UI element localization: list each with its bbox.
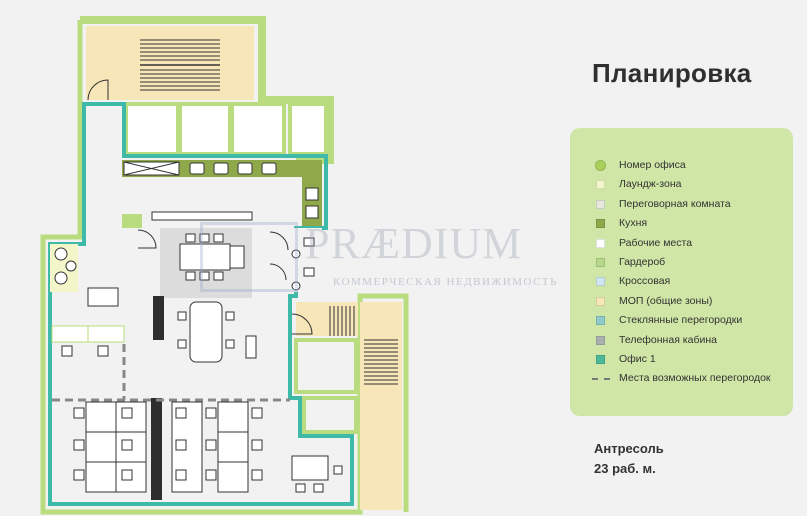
legend-item: Места возможных перегородок <box>570 371 793 387</box>
meeting-table-end <box>229 245 245 269</box>
legend-swatch <box>595 160 606 171</box>
door-meeting <box>137 229 157 249</box>
partition-wall <box>122 214 142 228</box>
page-title: Планировка <box>592 58 752 88</box>
restrooms <box>269 228 322 292</box>
legend-item: Рабочие места <box>570 236 793 252</box>
lounge-chairs <box>54 247 77 285</box>
kitchen-appliances <box>123 161 319 219</box>
legend-label: Переговорная комната <box>619 197 731 210</box>
stairs-right <box>329 306 398 385</box>
legend-label: Стеклянные перегородки <box>619 314 743 327</box>
legend-label: Гардероб <box>619 256 666 268</box>
mop-stair-right <box>296 302 358 336</box>
legend-item: Стеклянные перегородки <box>570 313 793 329</box>
legend-swatch <box>596 258 605 267</box>
storage-row <box>124 102 328 156</box>
floor-name: Антресоль <box>594 441 664 456</box>
workplace-count: 23 раб. м. <box>594 461 656 476</box>
stairs-top <box>140 39 220 91</box>
legend-swatch <box>596 335 605 345</box>
legend-item: Лаундж-зона <box>570 177 793 193</box>
legend-item: Телефонная кабина <box>570 333 793 349</box>
legend-label: МОП (общие зоны) <box>619 294 713 307</box>
legend-item: Офис 1 <box>570 352 793 368</box>
legend-swatch <box>596 180 605 190</box>
legend-label: Места возможных перегородок <box>619 372 771 385</box>
plant-divider-1 <box>153 296 164 340</box>
legend-swatch <box>596 316 605 326</box>
legend-item: Гардероб <box>570 255 793 271</box>
long-table <box>177 301 257 363</box>
legend-item: Кроссовая <box>570 274 793 290</box>
workstations <box>73 401 343 493</box>
legend-label: Кроссовая <box>619 275 671 288</box>
desk-group-top <box>51 325 125 357</box>
meeting-chairs <box>185 233 224 281</box>
legend-swatch <box>596 277 605 287</box>
legend-swatch <box>596 355 605 364</box>
watermark-brand: PRÆDIUM <box>305 219 523 268</box>
mop-corridor-right <box>360 302 402 510</box>
legend-label: Кухня <box>619 217 648 230</box>
watermark-tagline: КОММЕРЧЕСКАЯ НЕДВИЖИМОСТЬ <box>333 276 558 288</box>
mop-stair-top <box>86 26 254 100</box>
legend-item: Номер офиса <box>570 158 793 174</box>
door-stair-top <box>87 79 109 101</box>
legend-swatch <box>596 296 605 306</box>
legend-label: Номер офиса <box>619 159 686 171</box>
legend-item: Кухня <box>570 216 793 232</box>
reception-desk <box>87 287 119 307</box>
legend-swatch <box>596 199 605 209</box>
legend-dash-swatch <box>592 378 610 381</box>
watermark-frame <box>200 222 298 292</box>
legend-label: Рабочие места <box>619 236 693 249</box>
legend-item: Переговорная комната <box>570 197 793 213</box>
legend-label: Лаундж-зона <box>619 178 682 191</box>
office-outline <box>48 102 354 506</box>
legend-label: Телефонная кабина <box>619 333 717 346</box>
door-stair-right <box>291 313 313 335</box>
shelf-top <box>151 211 253 221</box>
right-rooms <box>294 338 358 434</box>
legend-label: Офис 1 <box>619 353 656 365</box>
legend-item: МОП (общие зоны) <box>570 294 793 310</box>
possible-partitions <box>52 344 290 402</box>
legend-swatch <box>596 238 605 248</box>
legend-swatch <box>596 219 605 229</box>
plant-divider-2 <box>151 398 162 500</box>
